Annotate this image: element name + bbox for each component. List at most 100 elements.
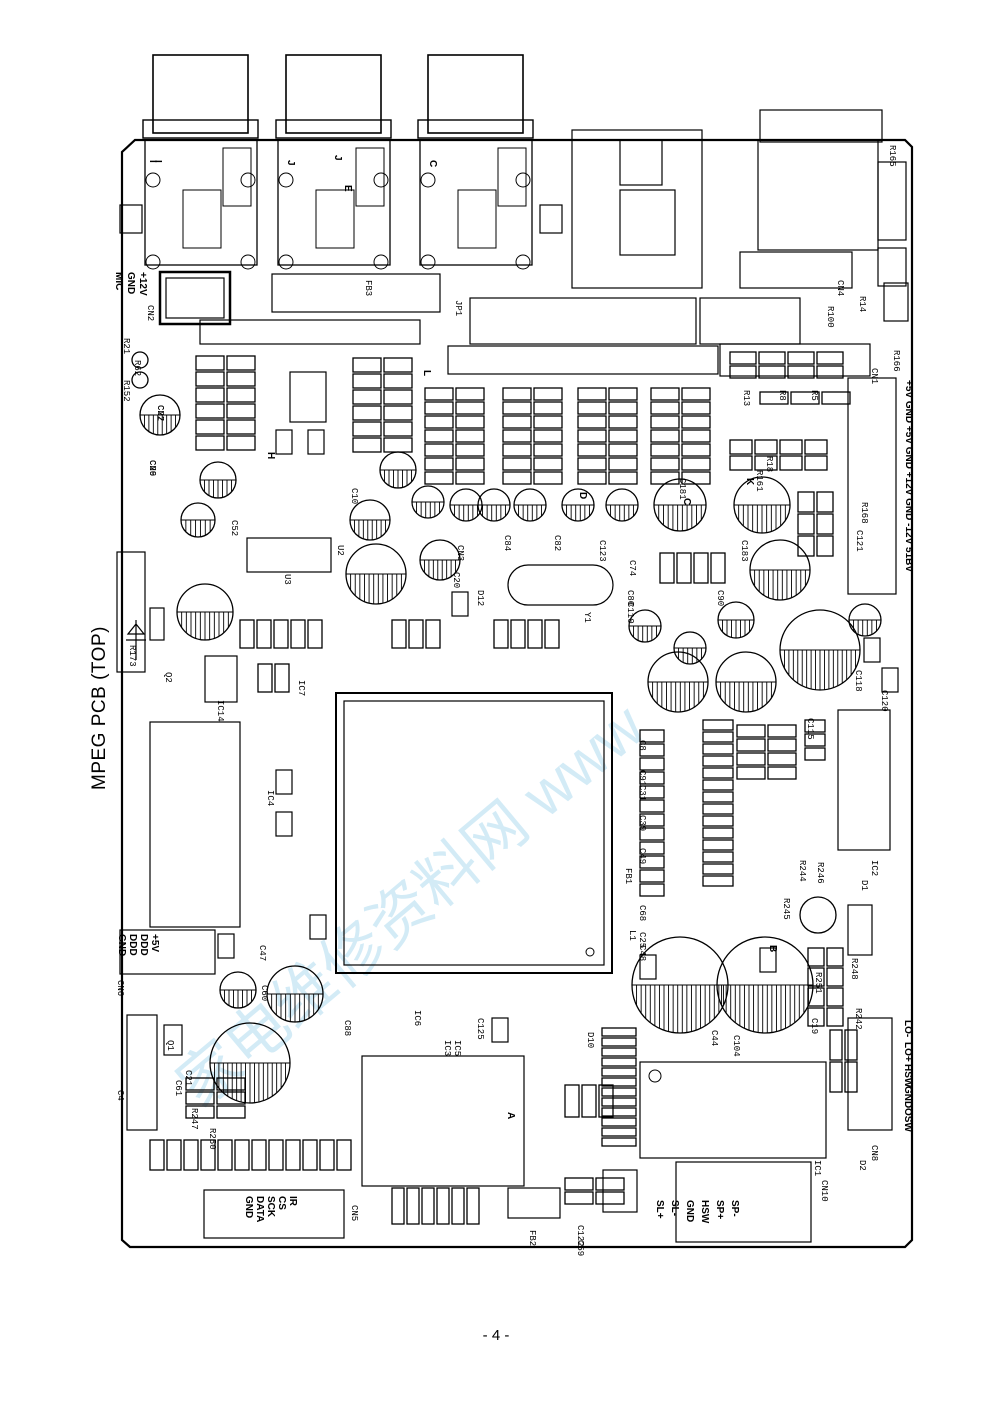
- resistor: [681, 401, 711, 415]
- resistor: [251, 1139, 267, 1171]
- electrolytic-capacitor: [266, 965, 324, 1023]
- marker-letter: A: [505, 1112, 516, 1119]
- ic2-chip: [837, 709, 891, 851]
- resistor: [527, 619, 543, 649]
- connector-pin-label: DATA: [254, 1196, 265, 1222]
- resistor: [493, 619, 509, 649]
- electrolytic-capacitor: [176, 583, 234, 641]
- smd-part: [639, 954, 657, 980]
- resistor: [608, 387, 638, 401]
- resistor: [639, 771, 665, 785]
- component-label: R242: [853, 1008, 863, 1030]
- jp1-jumper: [507, 1187, 561, 1219]
- resistor: [383, 421, 413, 437]
- component-label: C122: [575, 1225, 585, 1247]
- resistor: [702, 827, 734, 839]
- component-label: C48: [637, 945, 647, 961]
- connector-ref: CN8: [869, 1145, 879, 1161]
- jack-body: [152, 54, 249, 134]
- resistor: [383, 373, 413, 389]
- resistor: [195, 355, 225, 371]
- smd-part: [309, 914, 327, 940]
- connector-pin-label: LO-: [902, 1020, 913, 1037]
- u3-chip: [246, 537, 332, 573]
- resistor: [195, 435, 225, 451]
- resistor: [702, 863, 734, 875]
- ic-ref: U3: [282, 574, 292, 585]
- electrolytic-capacitor: [131, 371, 149, 389]
- resistor: [608, 457, 638, 471]
- resistor: [844, 1029, 858, 1061]
- smd-part: [307, 429, 325, 455]
- resistor: [149, 1139, 165, 1171]
- connector-pin-label: GND: [116, 934, 127, 956]
- component-label: R245: [781, 898, 791, 920]
- resistor: [702, 731, 734, 743]
- component-label: C120: [879, 690, 889, 712]
- jack-label-block: [497, 147, 527, 207]
- electrolytic-capacitor: [199, 461, 237, 499]
- scart-label-block: [883, 282, 909, 322]
- component-label: D1: [859, 880, 869, 891]
- resistor: [166, 1139, 182, 1171]
- smd-part: [217, 933, 235, 959]
- resistor: [736, 738, 766, 752]
- resistor: [650, 401, 680, 415]
- component-label: C59: [575, 1240, 585, 1256]
- resistor: [759, 391, 789, 405]
- resistor: [702, 767, 734, 779]
- resistor: [195, 371, 225, 387]
- ic-ref: Y1: [582, 612, 592, 623]
- resistor: [779, 455, 803, 471]
- svideo-connector: [571, 129, 703, 289]
- electrolytic-capacitor: [411, 485, 445, 519]
- jack-pin: [145, 172, 161, 188]
- resistor: [577, 429, 607, 443]
- component-label: C47: [257, 945, 267, 961]
- jack-body: [427, 54, 524, 134]
- jack-tab: [119, 204, 143, 234]
- resistor: [601, 1077, 637, 1087]
- connector-pin-label: CS: [276, 1196, 287, 1210]
- resistor: [195, 419, 225, 435]
- resistor: [601, 1127, 637, 1137]
- resistor: [608, 415, 638, 429]
- component-label: R168: [859, 502, 869, 524]
- resistor: [424, 471, 454, 485]
- resistor: [601, 1067, 637, 1077]
- board-outline: [120, 138, 914, 1249]
- resistor: [639, 841, 665, 855]
- resistor: [601, 1027, 637, 1037]
- jack-pin: [278, 172, 294, 188]
- connector-ref: CN6: [115, 980, 125, 996]
- jack-letter: J: [285, 160, 296, 166]
- connector-pin-label: SP+: [714, 1200, 725, 1219]
- resistor: [729, 439, 753, 455]
- resistor: [829, 1061, 843, 1093]
- resistor: [826, 967, 844, 987]
- resistor: [216, 1077, 246, 1091]
- component-label: C19: [809, 1018, 819, 1034]
- pin-row: [199, 319, 421, 345]
- marker-letter: K: [744, 478, 755, 486]
- resistor: [758, 365, 786, 379]
- resistor: [352, 437, 382, 453]
- cn7-header: [699, 297, 801, 345]
- jack-label-block: [457, 189, 497, 249]
- resistor: [601, 1117, 637, 1127]
- svideo-label-block: [619, 189, 676, 256]
- jack-pin: [515, 254, 531, 270]
- ic-ref: U2: [335, 545, 345, 556]
- resistor: [257, 663, 273, 693]
- component-label: CN4: [835, 280, 845, 296]
- resistor: [352, 389, 382, 405]
- resistor: [639, 799, 665, 813]
- resistor: [273, 619, 289, 649]
- resistor: [302, 1139, 318, 1171]
- resistor: [650, 415, 680, 429]
- scart-label-block: [877, 247, 907, 287]
- resistor: [195, 403, 225, 419]
- resistor: [577, 443, 607, 457]
- smd-part: [881, 667, 899, 693]
